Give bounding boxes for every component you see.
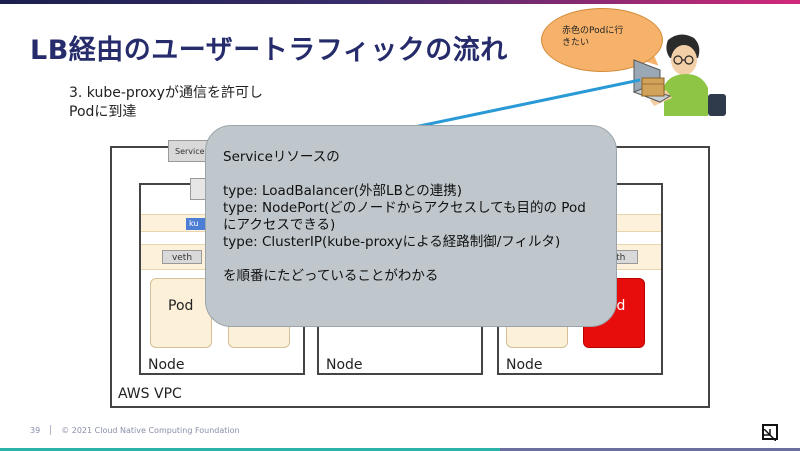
pod-left — [150, 278, 212, 348]
node-label-2: Node — [326, 357, 363, 373]
speech-bubble: 赤色のPodに行 きたい — [541, 8, 663, 72]
copyright: © 2021 Cloud Native Computing Foundation — [61, 425, 240, 435]
popup-conclusion: を順番にたどっていることがわかる — [223, 268, 439, 284]
user-at-laptop-illustration — [632, 34, 726, 116]
bubble-line-1: 赤色のPodに行 — [562, 26, 624, 36]
veth-tag-left: veth — [162, 250, 202, 264]
popup-heading: Serviceリソースの — [223, 149, 340, 165]
cncf-logo-icon — [762, 424, 778, 442]
slide-title: LB経由のユーザートラフィックの流れ — [30, 35, 508, 66]
popup-nodeport-line-cont: にアクセスできる) — [223, 217, 336, 233]
step-description: 3. kube-proxyが通信を許可し Podに到達 — [69, 84, 263, 122]
step-line-2: Podに到達 — [69, 104, 137, 120]
node-label-1: Node — [148, 357, 185, 373]
top-accent-bar — [0, 0, 800, 4]
slide-footer: 39 © 2021 Cloud Native Computing Foundat… — [30, 425, 240, 435]
step-line-1: 3. kube-proxyが通信を許可し — [69, 85, 263, 101]
service-explanation-popup: Serviceリソースの type: LoadBalancer(外部LBとの連携… — [205, 125, 617, 327]
node-label-3: Node — [506, 357, 543, 373]
popup-clusterip-line: type: ClusterIP(kube-proxyによる経路制御/フィルタ) — [223, 234, 561, 250]
popup-loadbalancer-line: type: LoadBalancer(外部LBとの連携) — [223, 183, 462, 199]
bottom-accent-bar — [0, 448, 500, 451]
page-number: 39 — [30, 425, 41, 435]
bubble-line-2: きたい — [562, 38, 590, 48]
aws-vpc-label: AWS VPC — [118, 386, 182, 402]
footer-separator — [50, 425, 52, 435]
popup-nodeport-line: type: NodePort(どのノードからアクセスしても目的の Pod — [223, 200, 586, 216]
pod-left-label: Pod — [168, 298, 194, 314]
